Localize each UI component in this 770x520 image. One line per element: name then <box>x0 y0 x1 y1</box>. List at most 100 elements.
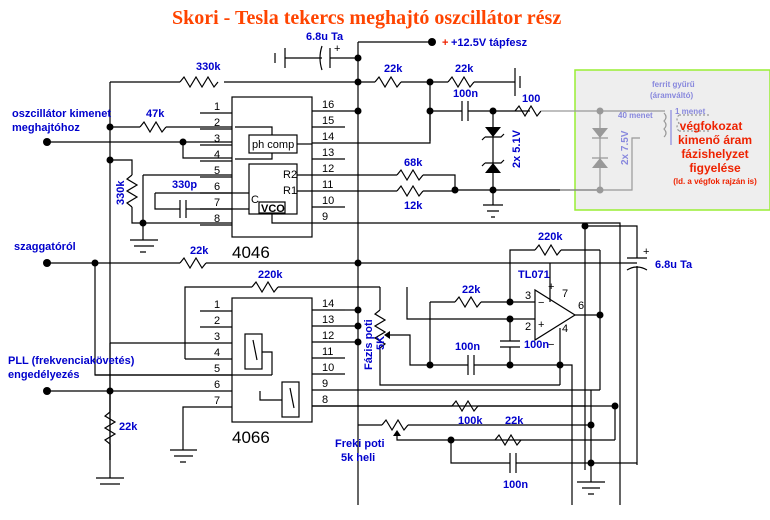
svg-text:kimenő áram: kimenő áram <box>678 133 752 147</box>
osc-out-label-2: meghajtóhoz <box>12 122 80 134</box>
ic4046-right-pins: 16 15 14 13 12 11 10 9 <box>312 99 358 224</box>
cap-6u8-right <box>626 257 648 465</box>
current-transformer-section: ferrit gyűrű (áramváltó) 40 menet 1 mene… <box>592 80 757 194</box>
ground-4066 <box>170 406 200 463</box>
svg-text:3: 3 <box>214 133 220 145</box>
svg-text:+: + <box>334 43 340 55</box>
supply-terminal[interactable] <box>428 38 436 46</box>
page-title: Skori - Tesla tekercs meghajtó oszcillát… <box>172 7 561 29</box>
svg-text:4: 4 <box>214 347 220 359</box>
ic4066-left-pins: 1 2 3 4 5 6 7 <box>47 299 232 408</box>
svg-text:TL071: TL071 <box>518 269 550 281</box>
svg-text:9: 9 <box>322 211 328 223</box>
pll-label-1: PLL (frekvenciakövetés) <box>8 355 135 367</box>
svg-text:14: 14 <box>322 131 334 143</box>
svg-text:1: 1 <box>214 101 220 113</box>
svg-text:6: 6 <box>578 300 584 312</box>
svg-text:10: 10 <box>322 362 334 374</box>
frequency-potentiometer[interactable] <box>381 418 409 432</box>
svg-text:3: 3 <box>214 331 220 343</box>
ic-4066 <box>231 297 313 423</box>
svg-text:5: 5 <box>214 165 220 177</box>
cap-100n-top <box>430 101 530 121</box>
analog-switch-1 <box>244 333 263 370</box>
svg-text:11: 11 <box>322 346 333 358</box>
svg-text:R2: R2 <box>283 169 297 181</box>
cap-330p <box>154 192 232 218</box>
svg-text:figyelése: figyelése <box>689 161 741 175</box>
svg-text:4046: 4046 <box>232 243 270 262</box>
svg-text:−: − <box>538 297 544 309</box>
resistor-68k <box>396 168 424 182</box>
svg-text:13: 13 <box>322 314 334 326</box>
svg-text:100n: 100n <box>524 339 549 351</box>
svg-text:6: 6 <box>214 379 220 391</box>
svg-text:7: 7 <box>214 197 220 209</box>
resistor-12k <box>396 184 424 198</box>
svg-text:330k: 330k <box>196 61 221 73</box>
svg-text:2: 2 <box>525 321 531 333</box>
svg-text:22k: 22k <box>384 63 403 75</box>
svg-text:330p: 330p <box>172 179 197 191</box>
current-sensor-box <box>574 69 770 211</box>
svg-text:+: + <box>643 246 649 258</box>
svg-text:8: 8 <box>322 394 328 406</box>
cap-100n-mid <box>430 355 560 375</box>
supply-label: +12.5V tápfesz <box>451 37 528 49</box>
svg-text:15: 15 <box>322 115 334 127</box>
svg-text:−: − <box>548 339 554 351</box>
svg-text:220k: 220k <box>538 231 563 243</box>
svg-text:(áramváltó): (áramváltó) <box>650 91 693 100</box>
svg-text:22k: 22k <box>190 245 209 257</box>
resistor-22k-chopper <box>179 256 207 270</box>
analog-switch-2 <box>281 381 300 418</box>
resistor-330k-left <box>125 174 139 208</box>
svg-text:100: 100 <box>522 93 540 105</box>
ic4046-left-pins: 1 2 3 4 5 6 7 8 <box>200 101 232 226</box>
svg-text:2: 2 <box>214 315 220 327</box>
cap-100n-opamp <box>500 319 520 365</box>
pll-terminal[interactable] <box>43 387 51 395</box>
ground-zener <box>483 204 503 218</box>
opamp-tl071 <box>534 288 577 342</box>
svg-text:5K: 5K <box>375 336 387 350</box>
chopper-label: szaggatóról <box>14 241 76 253</box>
svg-text:2: 2 <box>214 117 220 129</box>
svg-text:+: + <box>538 319 544 331</box>
svg-text:4: 4 <box>214 149 220 161</box>
resistor-22k-bottom <box>494 433 522 447</box>
svg-text:16: 16 <box>322 99 334 111</box>
ground-bottom <box>577 481 605 495</box>
svg-text:fázishelyzet: fázishelyzet <box>681 147 748 161</box>
svg-text:ph comp: ph comp <box>252 139 294 151</box>
resistor-220k-4066 <box>251 280 279 294</box>
svg-text:5k heli: 5k heli <box>341 452 375 464</box>
resistor-100 <box>514 104 542 118</box>
resistor-47k <box>139 120 167 134</box>
resistor-100k <box>451 399 479 413</box>
svg-text:+: + <box>548 281 554 293</box>
svg-text:12: 12 <box>322 330 334 342</box>
svg-text:12k: 12k <box>404 200 423 212</box>
svg-text:68k: 68k <box>404 157 423 169</box>
svg-text:100n: 100n <box>455 341 480 353</box>
svg-text:4066: 4066 <box>232 428 270 447</box>
svg-text:47k: 47k <box>146 108 165 120</box>
svg-text:8: 8 <box>214 213 220 225</box>
ground-4046 <box>130 239 158 253</box>
svg-text:100n: 100n <box>453 88 478 100</box>
resistor-330k-top <box>179 75 219 89</box>
phase-potentiometer[interactable] <box>373 309 387 349</box>
svg-text:7: 7 <box>214 395 220 407</box>
svg-text:7: 7 <box>562 288 568 300</box>
svg-text:R1: R1 <box>283 185 297 197</box>
svg-text:11: 11 <box>322 179 333 191</box>
svg-text:100k: 100k <box>458 415 483 427</box>
resistor-22k-opamp <box>454 295 482 309</box>
svg-text:C: C <box>251 194 259 206</box>
resistor-220k-opamp <box>534 243 562 257</box>
svg-text:Fázis poti: Fázis poti <box>363 319 375 370</box>
svg-text:9: 9 <box>322 378 328 390</box>
svg-text:5: 5 <box>214 363 220 375</box>
svg-text:6.8u Ta: 6.8u Ta <box>655 259 693 271</box>
